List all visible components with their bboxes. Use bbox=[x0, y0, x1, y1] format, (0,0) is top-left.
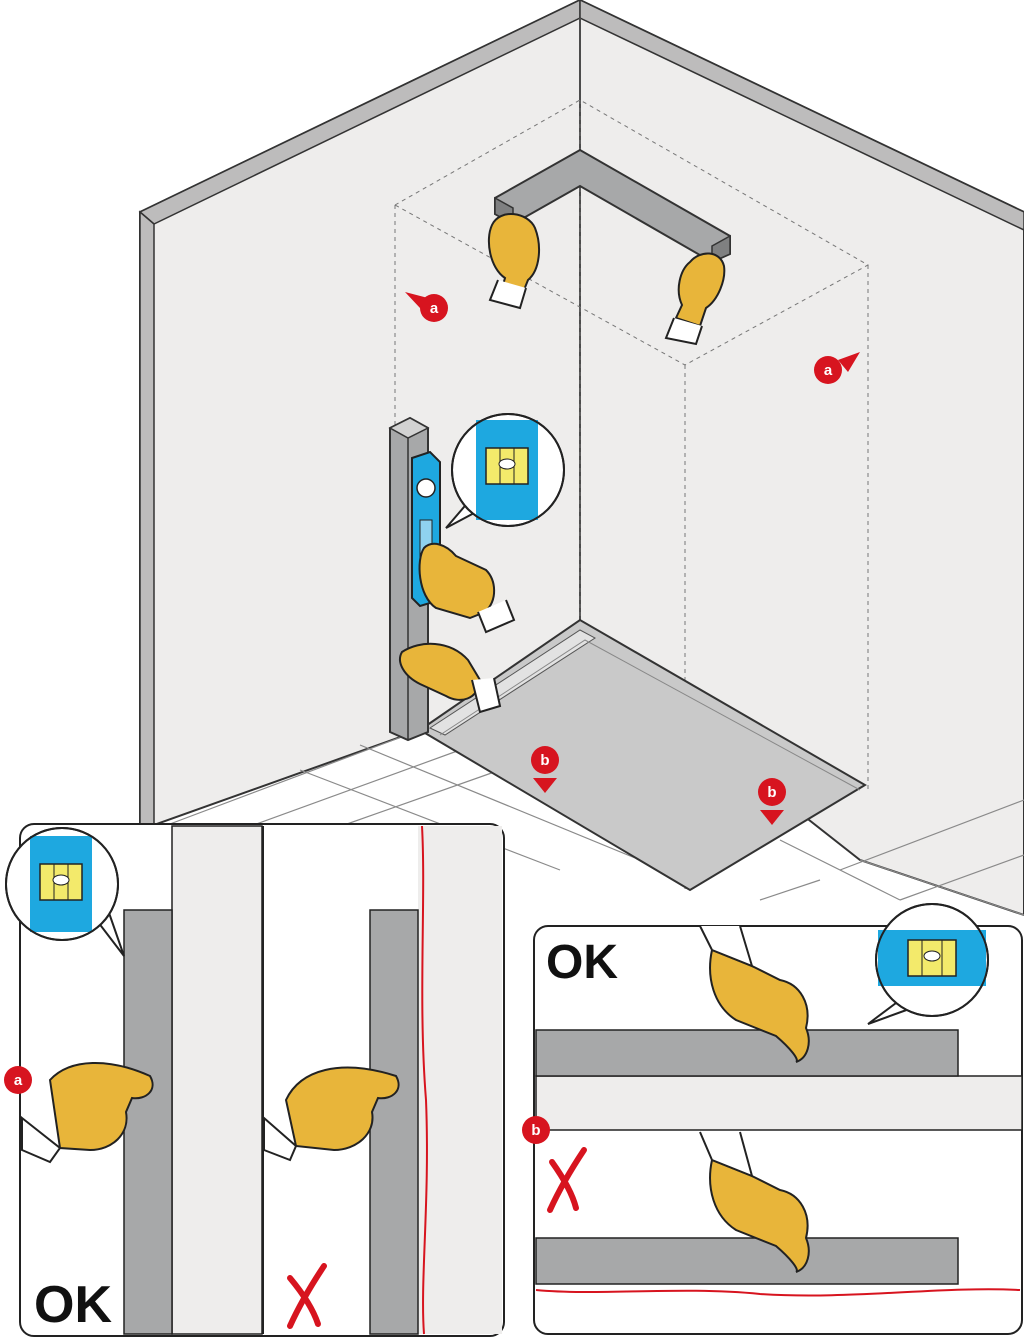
shower-tray bbox=[418, 618, 867, 892]
gloved-hand-icon bbox=[699, 1131, 810, 1273]
cross-mark-icon bbox=[287, 1263, 327, 1329]
gloved-hand-icon bbox=[487, 212, 541, 310]
marker-label: a bbox=[14, 1072, 23, 1089]
ok-label: OK bbox=[546, 936, 618, 989]
marker-b-floor-left: b bbox=[531, 746, 559, 793]
level-bubble-callout bbox=[867, 903, 989, 1025]
marker-a: a bbox=[4, 1066, 32, 1094]
marker-a-upper-right: a bbox=[814, 352, 860, 384]
gloved-hand-icon bbox=[399, 642, 502, 714]
marker-a-upper-left: a bbox=[405, 292, 448, 322]
gloved-hand-icon bbox=[263, 1066, 400, 1162]
ok-label: OK bbox=[34, 1276, 112, 1334]
cross-mark-icon bbox=[547, 1147, 587, 1213]
vertical-check-panel: a OK bbox=[4, 823, 505, 1337]
horizontal-check-panel: b OK bbox=[522, 903, 1023, 1335]
marker-label: b bbox=[767, 784, 776, 801]
marker-label: b bbox=[531, 1122, 540, 1139]
level-bubble-callout bbox=[445, 413, 565, 529]
marker-b: b bbox=[522, 1116, 550, 1144]
gloved-hand-icon bbox=[699, 925, 810, 1063]
floor-tiles bbox=[153, 729, 1024, 916]
marker-label: a bbox=[824, 362, 833, 379]
level-bubble-callout bbox=[5, 827, 125, 957]
gloved-hand-icon bbox=[21, 1061, 154, 1164]
marker-label: a bbox=[430, 300, 439, 317]
gloved-hand-icon bbox=[664, 252, 726, 346]
marker-label: b bbox=[540, 752, 549, 769]
marker-b-floor-right: b bbox=[758, 778, 786, 825]
gloved-hand-icon bbox=[418, 542, 516, 634]
